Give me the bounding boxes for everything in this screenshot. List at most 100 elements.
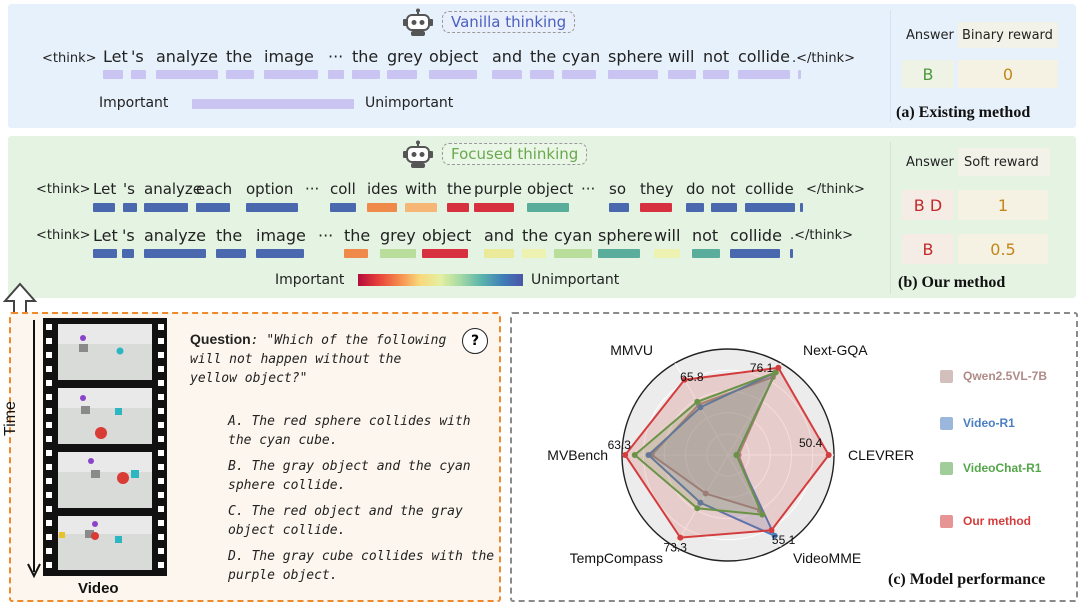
row-b2-token-bar bbox=[380, 249, 416, 258]
row-b1-token: so bbox=[609, 180, 626, 198]
think-close-tag-b1: </think> bbox=[806, 182, 865, 197]
radar-point bbox=[759, 511, 766, 518]
film-strip bbox=[43, 318, 167, 576]
row-a-token-bar bbox=[429, 70, 477, 79]
row-b1-token-bar bbox=[93, 203, 115, 212]
row-b1-token-bar bbox=[367, 203, 397, 212]
row-a-token-bar bbox=[668, 70, 696, 79]
legend-unimportant-a: Unimportant bbox=[365, 95, 454, 111]
legend-important-b: Important bbox=[275, 272, 345, 288]
row-a-token-bar bbox=[562, 70, 596, 79]
row-b2-token-bar bbox=[554, 249, 592, 258]
row-a-token-bar bbox=[530, 70, 554, 79]
row-b2-token-bar bbox=[93, 249, 117, 258]
radar-value-label: 50.4 bbox=[799, 436, 823, 450]
think-close-tag-b2: .</think> bbox=[790, 228, 854, 243]
row-b2-token-bar bbox=[344, 249, 368, 258]
row-a-token: ··· bbox=[328, 47, 344, 66]
legend-swatch bbox=[940, 514, 953, 528]
row-b1-token: Let bbox=[93, 180, 117, 198]
row-b2-token: cyan bbox=[554, 226, 593, 245]
reward-cell-a: 0 bbox=[958, 60, 1058, 88]
help-icon: ? bbox=[462, 328, 488, 354]
legend-bar-a bbox=[192, 99, 354, 109]
answer-header-a: Answer bbox=[906, 28, 954, 43]
row-a-token: 's bbox=[131, 47, 144, 66]
radar-chart: Next-GQACLEVRERVideoMMETempCompassMVBenc… bbox=[547, 342, 914, 566]
think-open-tag-b1: <think> bbox=[36, 182, 91, 197]
reward-cell-b2: 0.5 bbox=[958, 234, 1048, 264]
reward-cell-b1: 1 bbox=[958, 190, 1048, 220]
legend-important-a: Important bbox=[99, 95, 169, 111]
row-a-token-bar bbox=[103, 70, 123, 79]
row-b2-token: ··· bbox=[318, 226, 334, 245]
row-b2-token: collide bbox=[730, 226, 782, 245]
help-glyph: ? bbox=[470, 333, 480, 349]
option-d: D. The gray cube collides with the purpl… bbox=[228, 549, 495, 583]
caption-b: (b) Our method bbox=[898, 274, 1006, 291]
answer-cell-b1: B D bbox=[902, 190, 954, 220]
row-a-token: the bbox=[352, 47, 379, 66]
answer-header-b: Answer bbox=[906, 155, 954, 170]
row-b1-token-bar bbox=[447, 203, 469, 212]
radar-point bbox=[733, 452, 740, 458]
option-b: B. The gray object and the cyan sphere c… bbox=[228, 459, 471, 493]
legend-item: Our method bbox=[940, 514, 1031, 528]
row-a-token: will bbox=[668, 47, 695, 66]
row-b1-token: ides bbox=[367, 180, 398, 198]
row-b2-token-bar bbox=[484, 249, 514, 258]
reward-header-b: Soft reward bbox=[964, 155, 1039, 170]
reward-header-bg-b bbox=[958, 148, 1050, 176]
row-b1-token-bar bbox=[330, 203, 356, 212]
legend-label: Video-R1 bbox=[963, 416, 1015, 430]
row-b2-token-bar bbox=[216, 249, 246, 258]
radar-point bbox=[772, 369, 779, 376]
row-a-token: analyze bbox=[156, 47, 218, 66]
row-a-token-bar bbox=[738, 70, 790, 79]
row-b1-token-bar bbox=[640, 203, 672, 212]
row-b1-token-bar bbox=[745, 203, 795, 212]
radar-point bbox=[631, 452, 638, 458]
legend-unimportant-b: Unimportant bbox=[531, 272, 620, 288]
answer-cell-b2: B bbox=[902, 234, 954, 264]
radar-point bbox=[694, 398, 701, 405]
row-b1-token: analyze bbox=[144, 180, 203, 198]
row-b1-token-bar bbox=[527, 203, 569, 212]
time-label: Time bbox=[2, 401, 19, 436]
row-b2-token: not bbox=[692, 226, 719, 245]
row-a-token: not bbox=[703, 47, 730, 66]
row-b2-token: grey bbox=[380, 226, 416, 245]
question-label: Question bbox=[190, 331, 251, 347]
row-b2-token: object bbox=[422, 226, 472, 245]
vanilla-thinking-pill: Vanilla thinking bbox=[442, 11, 576, 33]
row-a-token: sphere bbox=[608, 47, 663, 66]
row-b1-token: ··· bbox=[581, 180, 596, 198]
row-b2-token-bar bbox=[730, 249, 780, 258]
row-a-token-bar bbox=[703, 70, 729, 79]
radar-axis-label: TempCompass bbox=[570, 550, 663, 566]
row-b1-token-bar bbox=[405, 203, 437, 212]
question-text: Question: "Which of the following will n… bbox=[190, 330, 448, 388]
row-a-token: collide bbox=[738, 47, 790, 66]
row-a-token-bar bbox=[492, 70, 522, 79]
row-b2-token-bar bbox=[122, 249, 134, 258]
row-b2-token-bar bbox=[598, 249, 640, 258]
row-a-token: Let bbox=[103, 47, 128, 66]
option-a: A. The red sphere collides with the cyan… bbox=[228, 414, 471, 448]
radar-point bbox=[768, 527, 775, 534]
row-b1-token: not bbox=[711, 180, 736, 198]
option-c: C. The red object and the gray object co… bbox=[228, 504, 463, 538]
row-b1-token: with bbox=[405, 180, 437, 198]
row-b1-token: they bbox=[640, 180, 674, 198]
think-open-tag-b2: <think> bbox=[36, 228, 91, 243]
row-a-token: the bbox=[530, 47, 557, 66]
row-b1-token-bar bbox=[474, 203, 514, 212]
row-b2-token-bar bbox=[522, 249, 546, 258]
row-b1-token: coll bbox=[330, 180, 356, 198]
row-b2-token: the bbox=[216, 226, 243, 245]
robot-icon-b bbox=[402, 140, 434, 170]
row-b1-token: do bbox=[686, 180, 705, 198]
row-b1-token-bar bbox=[711, 203, 737, 212]
row-a-token-bar bbox=[226, 70, 254, 79]
row-b1-token-bar bbox=[123, 203, 137, 212]
